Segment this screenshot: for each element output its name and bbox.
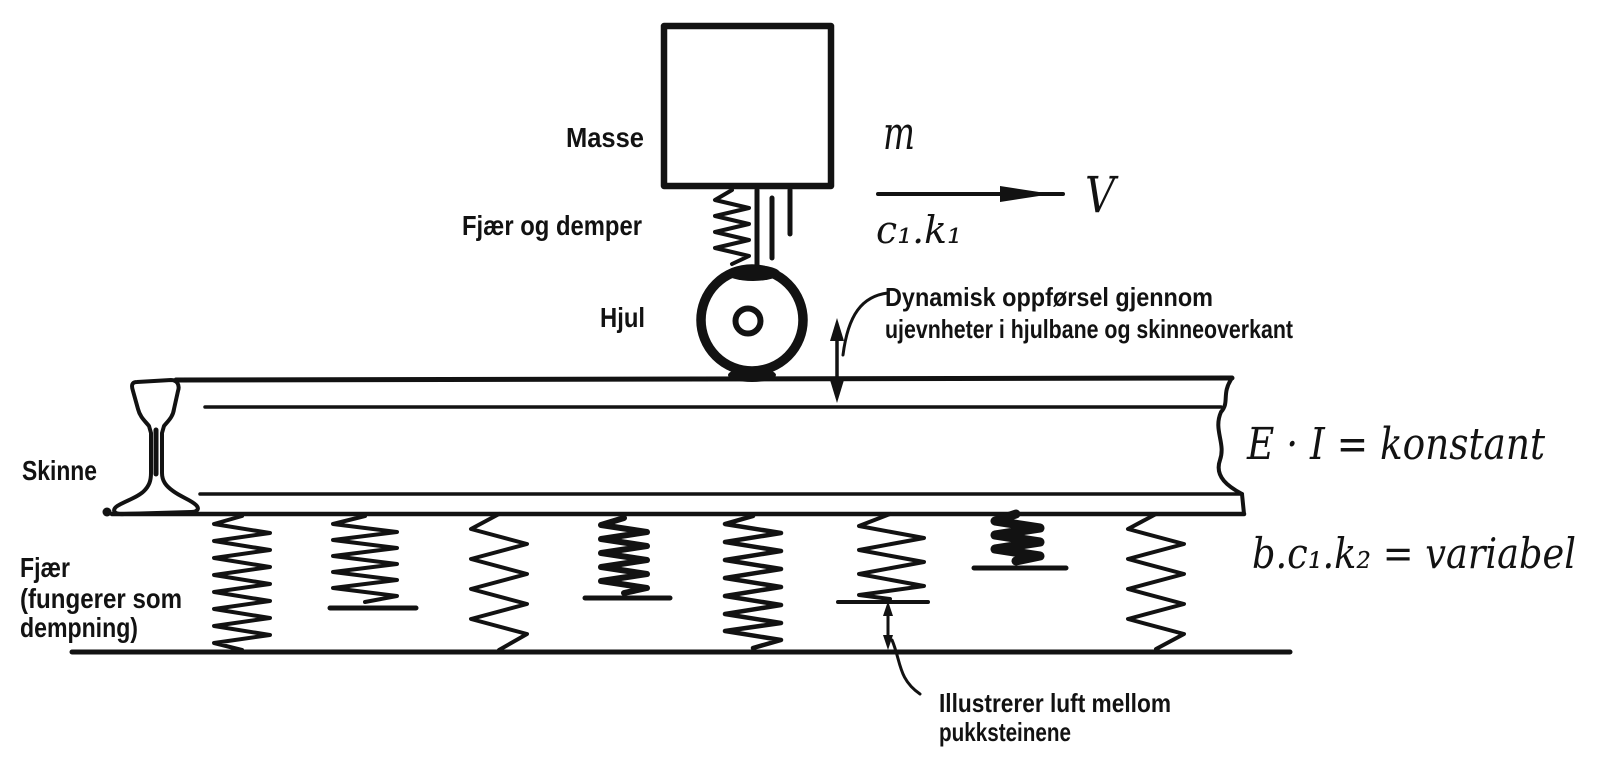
ballast-spring-3 <box>469 512 529 652</box>
primary-suspension-spring <box>713 188 751 266</box>
ballast-spring-4 <box>598 515 650 596</box>
leader-dynamisk <box>841 291 890 357</box>
label-hjul: Hjul <box>600 302 645 333</box>
rail-cross-section <box>112 378 200 517</box>
label-fjaer-dempning-line2: (fungerer som <box>20 583 182 614</box>
ballast-spring-2 <box>331 514 399 604</box>
rail-right-corner <box>1240 492 1246 516</box>
irregularity-arrowhead-up <box>830 318 844 341</box>
rail-top-edge <box>173 375 1235 383</box>
air-gap-arrowhead-up <box>883 601 893 616</box>
label-fjaer-dempning-line3: dempning) <box>20 612 138 643</box>
ballast-spring-8 <box>1126 512 1186 651</box>
symbol-mass: m <box>883 106 915 160</box>
symbol-primary-suspension: c₁.k₁ <box>876 208 962 252</box>
label-fjaer-og-demper: Fjær og demper <box>462 210 642 241</box>
air-gap-arrow <box>883 601 893 650</box>
annotation-dynamisk-line1: Dynamisk oppførsel gjennom <box>885 282 1213 312</box>
label-masse: Masse <box>566 122 644 153</box>
annotation-luft-line1: Illustrerer luft mellom <box>939 688 1171 718</box>
symbol-velocity: V <box>1085 166 1119 224</box>
ballast-spring-7 <box>990 509 1045 566</box>
annotation-dynamisk-line2: ujevnheter i hjulbane og skinneoverkant <box>885 314 1293 344</box>
ballast-spring-5 <box>722 513 784 651</box>
damper-mount <box>726 265 780 281</box>
ballast-spring-1 <box>212 514 272 652</box>
velocity-arrowhead <box>1000 186 1052 202</box>
ballast-spring-6 <box>857 512 926 601</box>
leader-luft <box>890 638 922 696</box>
rail-beam <box>109 375 1247 517</box>
annotation-luft-line2: pukksteinene <box>939 717 1071 747</box>
label-fjaer-dempning-line1: Fjær <box>20 552 70 583</box>
formula-ballast-stiffness: b.c₁.k₂ = variabel <box>1252 529 1576 578</box>
wheel-hub <box>732 305 764 337</box>
mass-box <box>660 22 835 190</box>
formula-rail-stiffness: E · I = konstant <box>1246 419 1545 470</box>
irregularity-arrowhead-down <box>830 380 844 403</box>
wheel <box>696 264 808 376</box>
rail-foot-dot <box>102 507 112 517</box>
rail-right-break-edge <box>1216 376 1244 496</box>
label-skinne: Skinne <box>22 455 97 486</box>
irregularity-arrow <box>830 318 844 403</box>
air-gap-arrowhead-down <box>883 635 893 650</box>
